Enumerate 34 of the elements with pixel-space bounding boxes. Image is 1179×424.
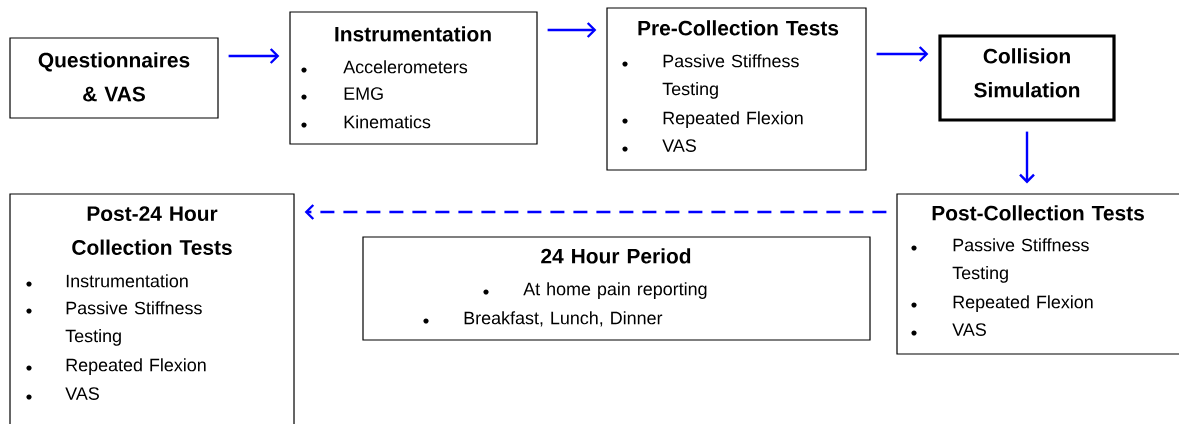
arrow	[228, 48, 280, 64]
process-box	[938, 34, 1116, 122]
box-heading: Post-Collection Tests	[932, 205, 1144, 221]
arrow	[547, 22, 597, 38]
bullet-item: VAS	[622, 139, 696, 152]
bullet-item: Repeated Flexion	[26, 358, 206, 375]
arrow	[1019, 131, 1035, 184]
process-box	[362, 236, 871, 341]
bullet-item: Repeated Flexion	[622, 111, 803, 128]
bullet-item: VAS	[911, 323, 986, 336]
bullet-item: Breakfast, Lunch, Dinner	[423, 311, 663, 327]
bullet-item: Passive Stiffness Testing	[26, 301, 202, 346]
box-heading: 24 Hour Period	[541, 248, 691, 264]
arrow	[876, 46, 929, 62]
process-box	[606, 7, 867, 171]
bullet-item: Instrumentation	[26, 274, 188, 288]
bullet-item: Accelerometers	[301, 60, 468, 74]
arrow	[304, 204, 887, 220]
bullet-item: Passive Stiffness Testing	[911, 238, 1089, 283]
box-heading: Instrumentation	[335, 26, 491, 42]
box-heading: Pre-Collection Tests	[638, 20, 839, 36]
bullet-item: At home pain reporting	[483, 282, 707, 299]
process-box	[289, 11, 538, 145]
bullet-item: Passive Stiffness Testing	[622, 54, 799, 99]
bullet-item: EMG	[301, 87, 383, 100]
box-heading: Questionnaires & VAS	[38, 52, 190, 102]
process-box	[9, 37, 219, 119]
bullet-item: Repeated Flexion	[911, 295, 1093, 312]
box-heading: Collision Simulation	[974, 48, 1080, 98]
process-box	[896, 193, 1179, 355]
bullet-item: Kinematics	[301, 115, 431, 129]
process-box	[9, 193, 295, 424]
bullet-item: VAS	[26, 387, 99, 400]
box-heading: Post-24 Hour Collection Tests	[72, 206, 232, 255]
